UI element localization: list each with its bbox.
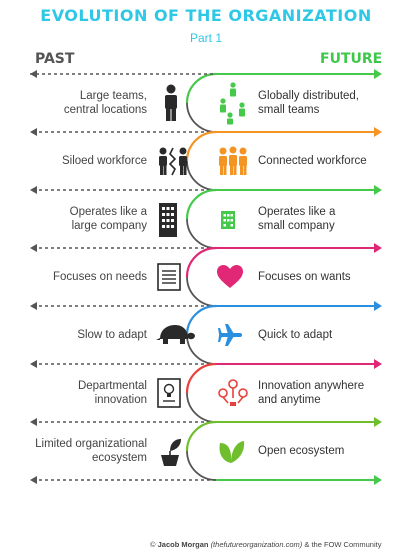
framed-lightbulb-icon <box>157 378 181 408</box>
divided-people-icon <box>159 147 187 176</box>
footer-author: Jacob Morgan <box>157 540 209 549</box>
turn-past-curve <box>186 450 217 481</box>
past-text: Slow to adapt <box>77 329 147 341</box>
future-text: Connected workforce <box>258 155 367 167</box>
many-lightbulbs-icon <box>218 379 248 406</box>
footer: © Jacob Morgan (thefutureorganization.co… <box>150 540 381 549</box>
comparison-row: Focuses on needs Focuses on wants <box>0 248 412 306</box>
future-arrowhead <box>374 243 382 253</box>
future-arrowhead <box>374 417 382 427</box>
page-title: EVOLUTION OF THE ORGANIZATION <box>40 6 372 25</box>
past-text: Large teams,central locations <box>63 90 147 116</box>
past-arrowhead <box>30 186 37 194</box>
future-arrowhead <box>374 185 382 195</box>
past-text: Focuses on needs <box>53 271 147 283</box>
turn-future-curve <box>185 304 217 336</box>
page-subtitle: Part 1 <box>189 31 222 45</box>
past-header: PAST <box>35 51 75 67</box>
future-text: Globally distributed,small teams <box>258 90 359 116</box>
past-arrowhead <box>30 244 37 252</box>
future-arrowhead <box>374 301 382 311</box>
turn-future-curve <box>185 420 217 452</box>
future-text: Focuses on wants <box>258 271 351 283</box>
potted-plant-icon <box>161 439 181 466</box>
leaves-icon <box>219 441 245 463</box>
comparison-row: Large teams,central locations Globally d… <box>0 74 412 132</box>
comparison-row: Siloed workforce Connected workforce <box>0 132 412 190</box>
person-icon <box>165 84 177 121</box>
footer-site: (thefutureorganization.com) <box>210 540 303 549</box>
past-arrowhead <box>30 418 37 426</box>
future-arrowhead <box>374 127 382 137</box>
comparison-row: Slow to adapt Quick to adapt <box>0 306 412 364</box>
future-arrowhead <box>374 475 382 485</box>
turn-future-curve <box>185 188 217 220</box>
connected-people-icon <box>219 146 247 175</box>
future-header: FUTURE <box>320 51 383 67</box>
small-building-icon <box>221 211 235 229</box>
tall-building-icon <box>159 203 177 237</box>
past-arrowhead <box>30 70 37 78</box>
turn-future-curve <box>185 362 217 394</box>
footer-rest: & the FOW Community <box>304 540 382 549</box>
future-arrowhead <box>374 359 382 369</box>
future-text: Quick to adapt <box>258 329 333 341</box>
turtle-icon <box>156 325 195 344</box>
future-arrowhead <box>374 69 382 79</box>
heart-icon <box>217 265 243 288</box>
past-arrowhead <box>30 476 37 484</box>
past-arrowhead <box>30 128 37 136</box>
past-arrowhead <box>30 360 37 368</box>
airplane-icon <box>218 324 242 346</box>
past-arrowhead <box>30 302 37 310</box>
future-text: Open ecosystem <box>258 445 345 457</box>
turn-future-curve <box>185 246 217 278</box>
checklist-icon <box>157 263 181 291</box>
small-teams-icon <box>220 82 245 125</box>
past-text: Siloed workforce <box>61 155 147 167</box>
copyright-symbol: © <box>150 540 156 549</box>
turn-future-curve <box>185 130 217 162</box>
